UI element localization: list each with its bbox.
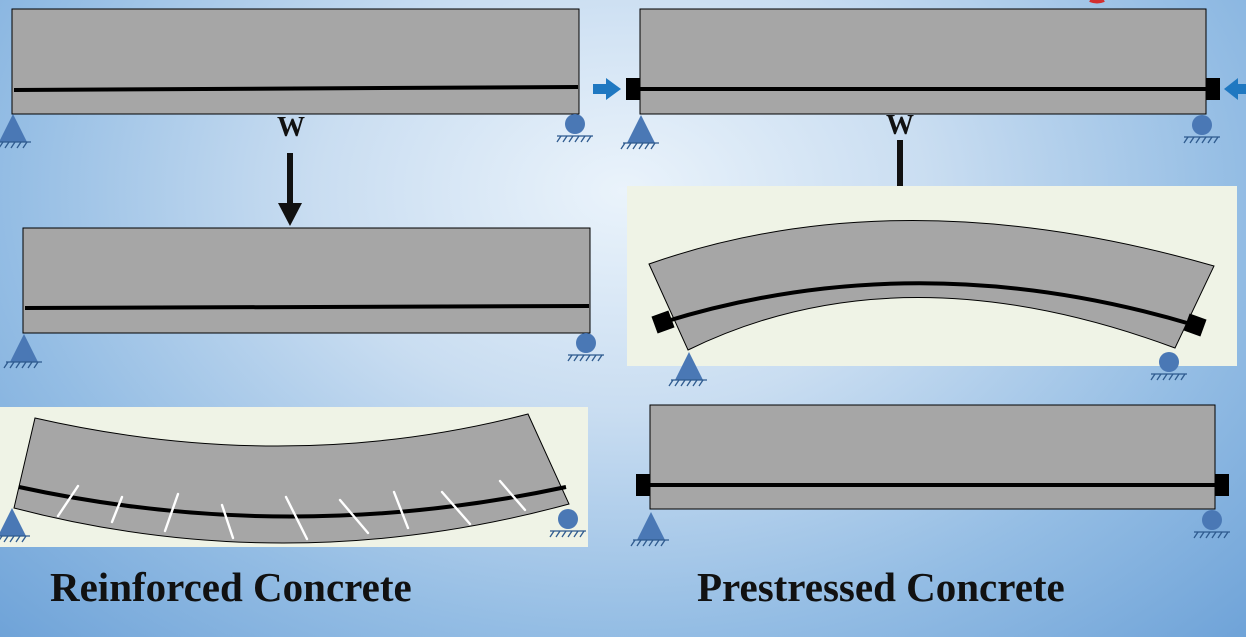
reinforced-concrete-caption: Reinforced Concrete xyxy=(50,564,412,610)
prestress-arrow-left-icon xyxy=(593,78,621,100)
ps-beam-cambered xyxy=(627,186,1237,387)
rc-beam-unloaded xyxy=(0,8,594,149)
red-mark-icon xyxy=(1089,0,1105,4)
rc-load-arrow xyxy=(278,153,302,226)
prestress-arrow-right-icon xyxy=(1224,78,1246,100)
ps-beam-prestressed xyxy=(593,8,1246,150)
ps-beam-balanced xyxy=(630,404,1231,547)
ps-load-label: W xyxy=(886,110,914,141)
rc-beam-deflected-cracked xyxy=(0,407,588,547)
rc-beam-loaded xyxy=(3,227,605,369)
crack-lines xyxy=(56,479,527,541)
prestressed-concrete-caption: Prestressed Concrete xyxy=(697,564,1065,610)
rc-load-label: W xyxy=(277,112,305,143)
